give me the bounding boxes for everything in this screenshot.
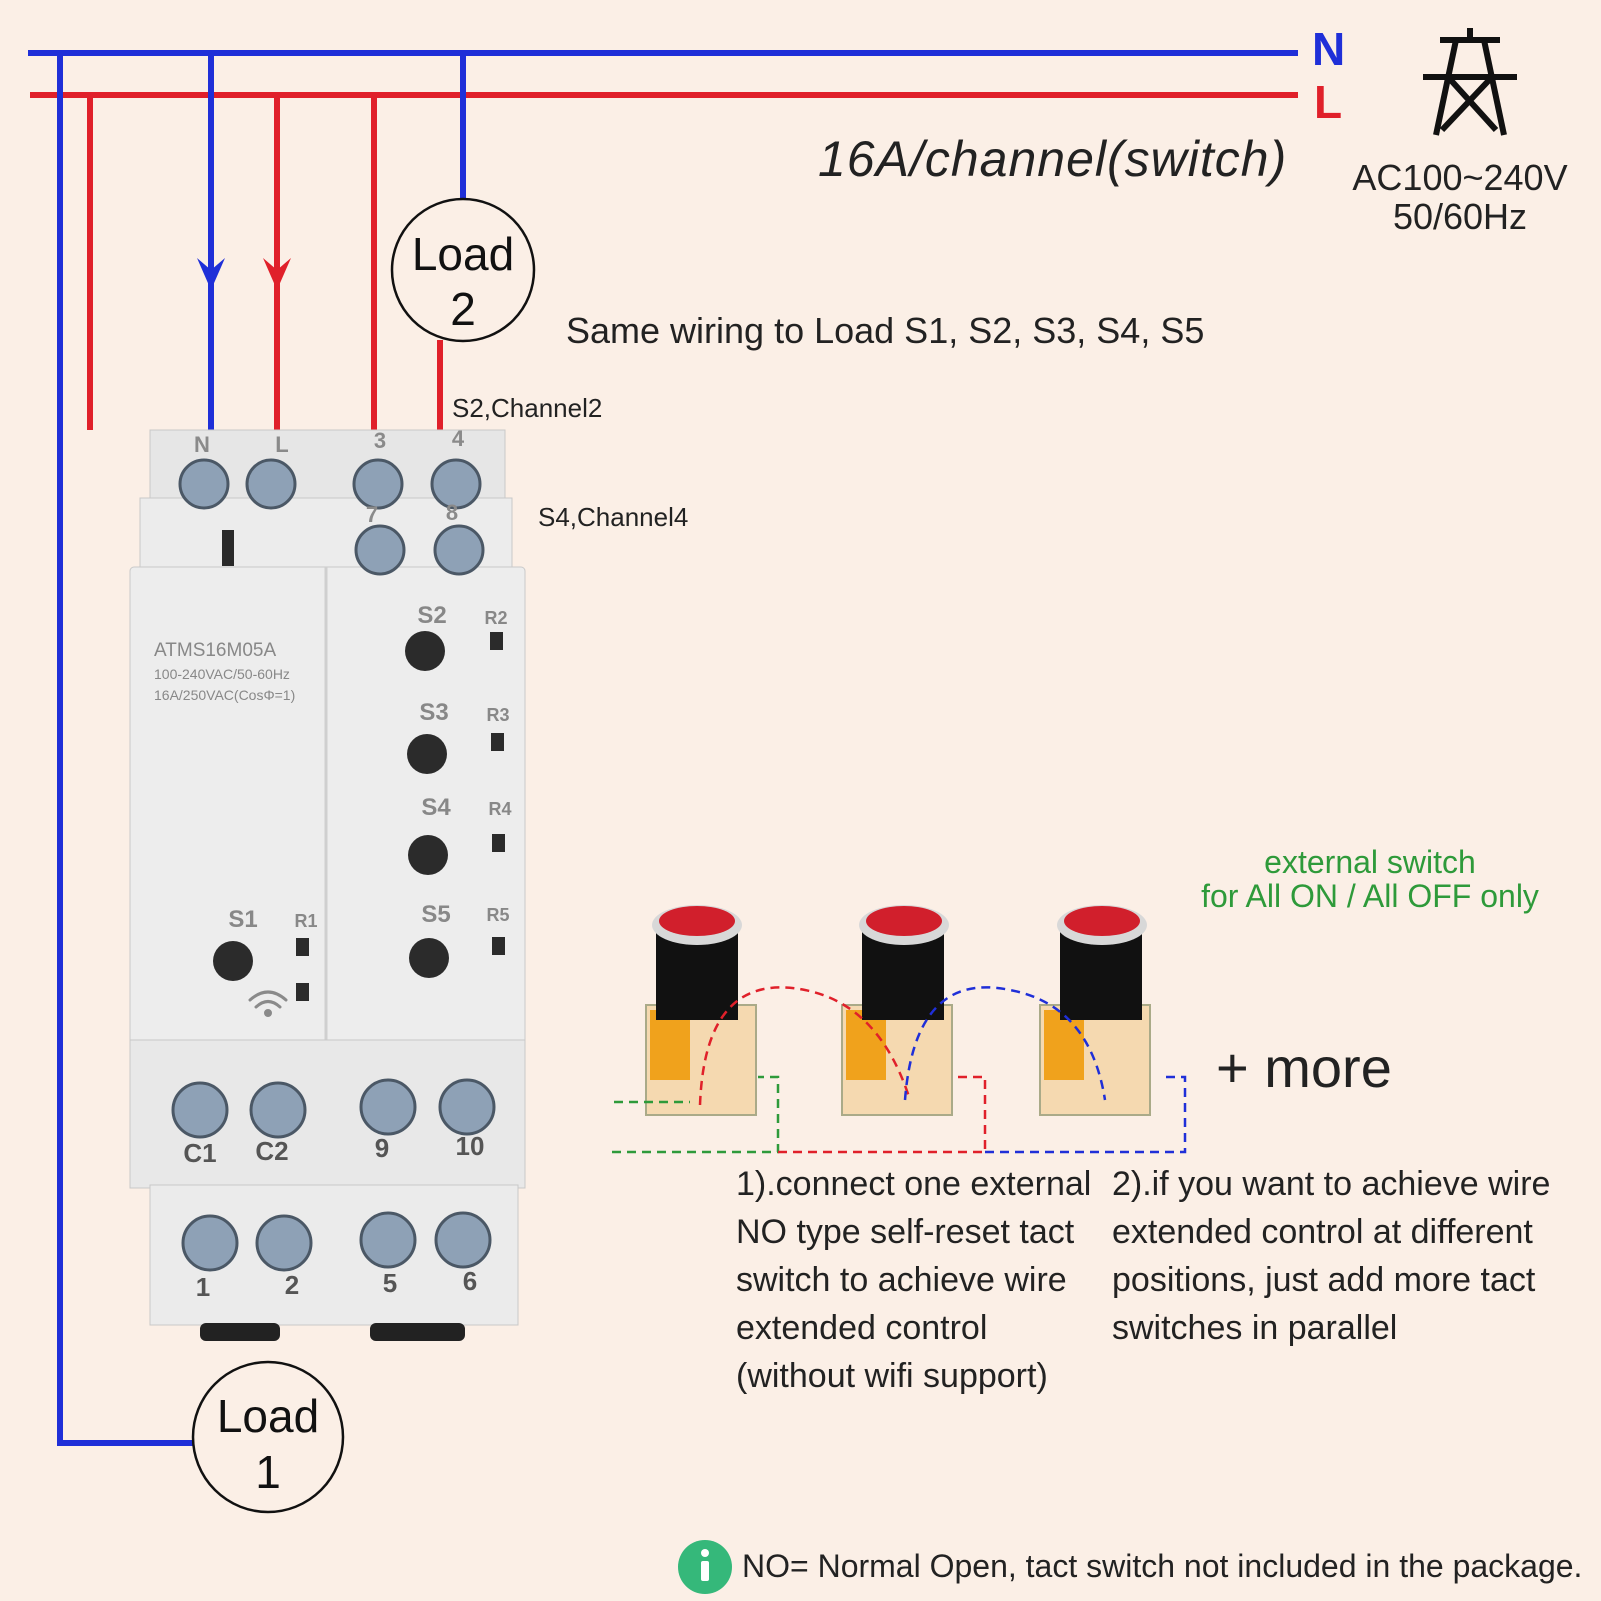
- load-1-label: Load: [217, 1390, 319, 1442]
- device-model: ATMS16M05A: [154, 640, 276, 661]
- more-label: + more: [1216, 1036, 1392, 1099]
- switch-label-s3: S3: [419, 699, 448, 726]
- terminal-label-4: 4: [452, 426, 465, 451]
- same-wiring-note: Same wiring to Load S1, S2, S3, S4, S5: [566, 310, 1205, 351]
- neutral-arrow-icon: [197, 258, 225, 290]
- relay-label-r5: R5: [486, 905, 509, 925]
- load-2-number: 2: [450, 283, 476, 335]
- live-drops: [87, 95, 443, 437]
- switch-label-s1: S1: [228, 906, 257, 933]
- parallel-wiring: [612, 986, 1187, 1154]
- live-label: L: [1314, 76, 1343, 128]
- external-switch-caption: external switch for All ON / All OFF onl…: [1180, 845, 1560, 913]
- load-2: Load 2: [390, 197, 536, 343]
- terminal-label-3: 3: [374, 428, 386, 453]
- relay-label-r1: R1: [294, 911, 317, 931]
- channel-label-s4: S4,Channel4: [538, 502, 689, 532]
- push-button-icon: [645, 905, 1151, 1116]
- relay-leds: [296, 632, 505, 1001]
- instruction-1: 1).connect one external NO type self-res…: [736, 1165, 1092, 1395]
- terminal-label-n: N: [194, 432, 210, 457]
- supply-frequency: 50/60Hz: [1392, 196, 1528, 237]
- footnote: NO= Normal Open, tact switch not include…: [742, 1548, 1583, 1584]
- pylon-icon: [1423, 28, 1517, 136]
- switch-label-s4: S4: [421, 794, 451, 821]
- load-1: Load 1: [191, 1360, 345, 1514]
- terminal-label-5: 5: [383, 1268, 397, 1298]
- terminal-label-8: 8: [446, 500, 458, 525]
- terminal-label-6: 6: [463, 1266, 477, 1296]
- wifi-icon: [248, 990, 288, 1017]
- terminal-label-10: 10: [456, 1131, 485, 1161]
- relay-label-r4: R4: [488, 799, 511, 819]
- neutral-label: N: [1312, 23, 1346, 75]
- rating-text: 16A/channel(switch): [818, 131, 1288, 187]
- external-switch-line1: external switch: [1264, 844, 1476, 880]
- device-spec-2: 16A/250VAC(CosΦ=1): [154, 687, 295, 703]
- device-spec-1: 100-240VAC/50-60Hz: [154, 666, 290, 682]
- terminal-label-c1: C1: [183, 1138, 216, 1168]
- switch-label-s2: S2: [417, 602, 446, 629]
- info-icon: [678, 1540, 732, 1594]
- supply-spec: AC100~240V 50/60Hz: [1340, 158, 1580, 236]
- channel-label-s2: S2,Channel2: [452, 393, 603, 423]
- terminal-screws: [171, 458, 496, 1272]
- load-1-number: 1: [255, 1446, 281, 1498]
- device-buttons: [213, 631, 449, 981]
- relay-label-r3: R3: [486, 705, 509, 725]
- terminal-label-7: 7: [366, 502, 378, 527]
- switch-label-s5: S5: [421, 901, 450, 928]
- external-switch-line2: for All ON / All OFF only: [1201, 878, 1539, 914]
- terminal-label-l: L: [275, 432, 288, 457]
- terminal-label-9: 9: [375, 1133, 389, 1163]
- relay-label-r2: R2: [484, 608, 507, 628]
- load-2-label: Load: [412, 228, 514, 280]
- terminal-label-2: 2: [285, 1270, 299, 1300]
- instruction-2: 2).if you want to achieve wire extended …: [1112, 1165, 1551, 1347]
- supply-voltage: AC100~240V: [1352, 157, 1568, 198]
- live-arrow-icon: [263, 258, 291, 290]
- terminal-label-c2: C2: [255, 1136, 288, 1166]
- neutral-drops: [57, 53, 466, 1446]
- terminal-label-1: 1: [196, 1272, 210, 1302]
